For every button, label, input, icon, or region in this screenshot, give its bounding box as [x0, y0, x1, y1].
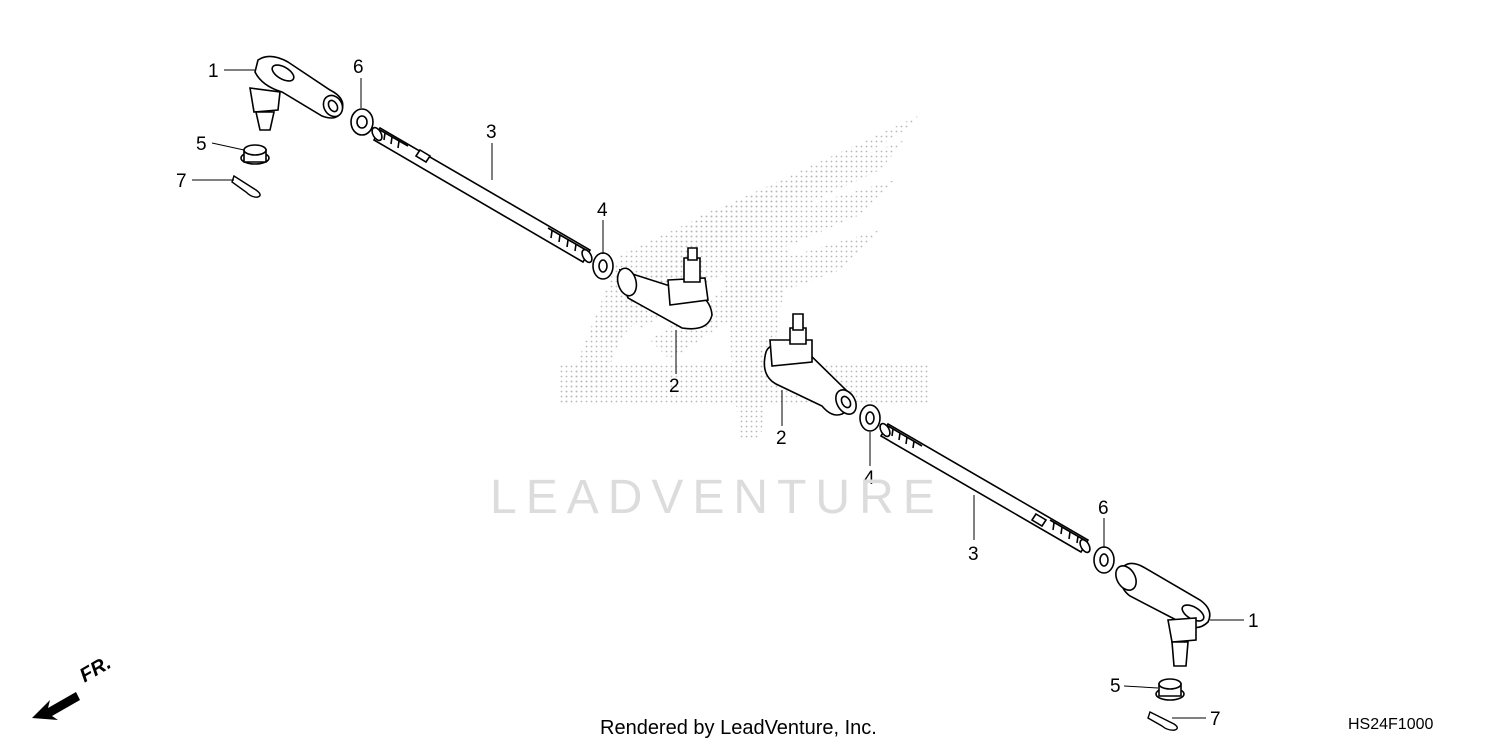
callout-5-left: 5: [196, 134, 207, 155]
watermark-text: LEADVENTURE: [490, 471, 944, 524]
callout-2-right: 2: [776, 428, 787, 449]
callout-7-right: 7: [1210, 709, 1221, 730]
part-tie-rod-end-right: [1115, 562, 1211, 667]
callout-6-left: 6: [353, 57, 364, 78]
part-tie-rod-end-left: [249, 55, 344, 131]
part-nut-4-left: [592, 252, 614, 280]
part-tie-rod-end-inner-right: [763, 313, 857, 416]
callout-1-left: 1: [208, 61, 219, 82]
part-nut-left: [350, 108, 374, 136]
callout-2-left: 2: [669, 376, 680, 397]
callout-labels: 1 6 5 7 3 4 2 2 4 3 6 1 5 7: [176, 57, 1259, 730]
leader-lines: [192, 69, 1244, 719]
front-direction-arrow: [32, 692, 80, 720]
part-nut-4-right: [859, 404, 881, 432]
part-cotter-pin-left: [231, 174, 261, 198]
callout-3-left: 3: [486, 122, 497, 143]
part-flange-nut-left: [240, 144, 270, 165]
callout-1-right: 1: [1248, 611, 1259, 632]
diagram-code: HS24F1000: [1348, 716, 1434, 733]
part-rod-left: [371, 126, 593, 264]
callout-6-right: 6: [1098, 498, 1109, 519]
part-flange-nut-right: [1155, 678, 1185, 701]
wing-watermark: [560, 115, 930, 440]
part-nut-right: [1093, 546, 1115, 574]
callout-3-right: 3: [968, 544, 979, 565]
callout-7-left: 7: [176, 171, 187, 192]
part-rod-right: [879, 422, 1091, 554]
rendered-by-credit: Rendered by LeadVenture, Inc.: [600, 717, 877, 739]
callout-5-right: 5: [1110, 676, 1121, 697]
callout-4-right: 4: [864, 468, 875, 489]
part-cotter-pin-right: [1147, 711, 1178, 731]
callout-4-left: 4: [597, 200, 608, 221]
part-tie-rod-end-inner-left: [616, 247, 713, 330]
